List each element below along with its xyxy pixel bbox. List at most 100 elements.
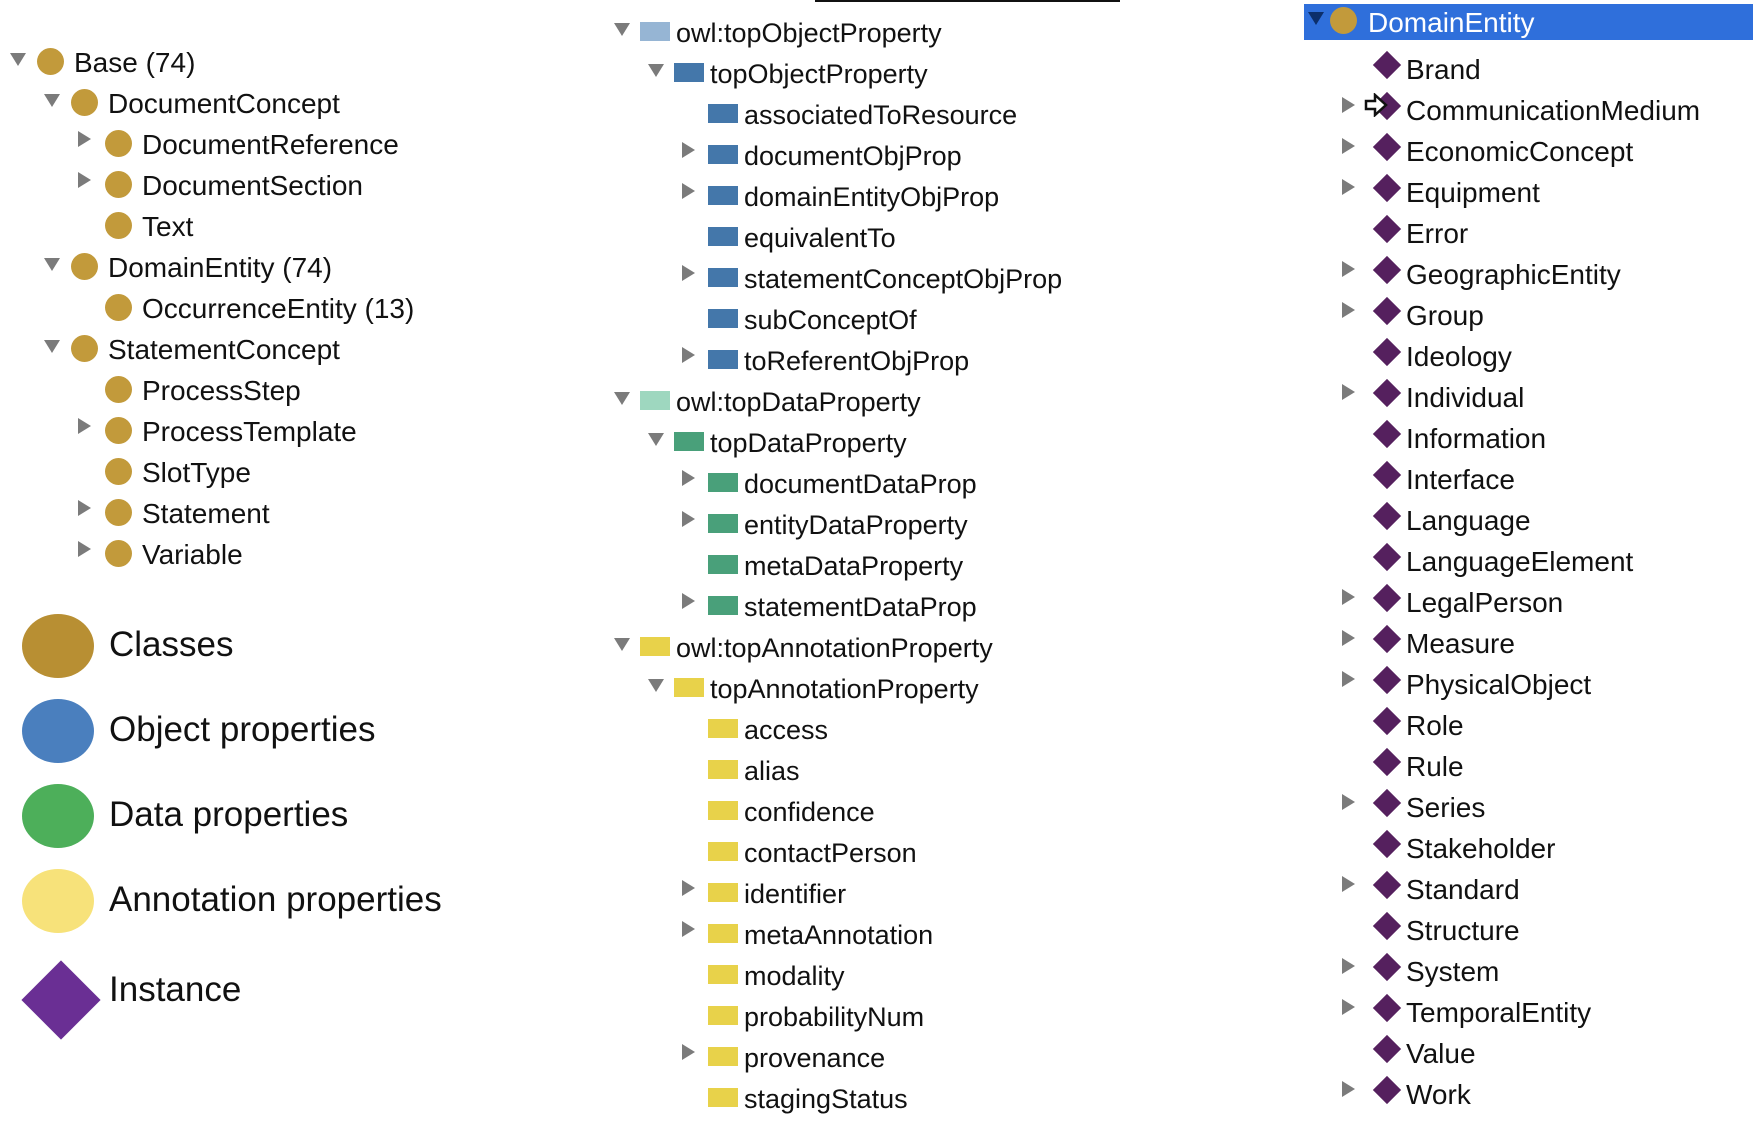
property-node-owl-topannotationproperty[interactable]: owl:topAnnotationProperty <box>0 627 1120 668</box>
instance-node-equipment[interactable]: Equipment <box>1340 172 1753 213</box>
instance-node-rule[interactable]: Rule <box>1340 746 1753 787</box>
property-node-documentdataprop[interactable]: documentDataProp <box>0 463 1120 504</box>
property-node-topobjectproperty[interactable]: topObjectProperty <box>0 53 1120 94</box>
instance-root-domainentity[interactable]: DomainEntity <box>1304 4 1753 40</box>
expand-triangle-icon[interactable] <box>682 142 695 158</box>
property-node-modality[interactable]: modality <box>0 955 1120 996</box>
instance-node-legalperson[interactable]: LegalPerson <box>1340 582 1753 623</box>
expand-triangle-icon[interactable] <box>78 172 91 188</box>
property-node-owl-topdataproperty[interactable]: owl:topDataProperty <box>0 381 1120 422</box>
instance-node-language[interactable]: Language <box>1340 500 1753 541</box>
expand-triangle-icon[interactable] <box>682 921 695 937</box>
property-node-associatedtoresource[interactable]: associatedToResource <box>0 94 1120 135</box>
collapse-triangle-icon[interactable] <box>44 258 60 271</box>
expand-triangle-icon[interactable] <box>1342 97 1355 113</box>
expand-triangle-icon[interactable] <box>1342 179 1355 195</box>
class-node-documentconcept[interactable]: DocumentConcept <box>0 83 460 124</box>
property-node-equivalentto[interactable]: equivalentTo <box>0 217 1120 258</box>
instance-node-series[interactable]: Series <box>1340 787 1753 828</box>
property-node-toreferentobjprop[interactable]: toReferentObjProp <box>0 340 1120 381</box>
class-node-processtemplate[interactable]: ProcessTemplate <box>0 411 460 452</box>
instance-node-physicalobject[interactable]: PhysicalObject <box>1340 664 1753 705</box>
expand-triangle-icon[interactable] <box>682 511 695 527</box>
expand-triangle-icon[interactable] <box>1342 138 1355 154</box>
expand-triangle-icon[interactable] <box>682 1044 695 1060</box>
instance-node-structure[interactable]: Structure <box>1340 910 1753 951</box>
expand-triangle-icon[interactable] <box>1342 876 1355 892</box>
instance-node-standard[interactable]: Standard <box>1340 869 1753 910</box>
expand-triangle-icon[interactable] <box>78 500 91 516</box>
instance-node-ideology[interactable]: Ideology <box>1340 336 1753 377</box>
property-node-topdataproperty[interactable]: topDataProperty <box>0 422 1120 463</box>
instance-node-group[interactable]: Group <box>1340 295 1753 336</box>
instance-node-information[interactable]: Information <box>1340 418 1753 459</box>
expand-triangle-icon[interactable] <box>1342 671 1355 687</box>
expand-triangle-icon[interactable] <box>1342 1081 1355 1097</box>
property-node-probabilitynum[interactable]: probabilityNum <box>0 996 1120 1037</box>
expand-triangle-icon[interactable] <box>1342 261 1355 277</box>
class-node-occurrenceentity[interactable]: OccurrenceEntity (13) <box>0 288 460 329</box>
expand-triangle-icon[interactable] <box>682 470 695 486</box>
property-node-documentobjprop[interactable]: documentObjProp <box>0 135 1120 176</box>
property-node-metadataproperty[interactable]: metaDataProperty <box>0 545 1120 586</box>
expand-triangle-icon[interactable] <box>1342 999 1355 1015</box>
expand-triangle-icon[interactable] <box>1342 794 1355 810</box>
class-node-variable[interactable]: Variable <box>0 534 460 575</box>
collapse-triangle-icon[interactable] <box>1308 12 1324 25</box>
instance-node-measure[interactable]: Measure <box>1340 623 1753 664</box>
class-node-statement[interactable]: Statement <box>0 493 460 534</box>
expand-triangle-icon[interactable] <box>1342 589 1355 605</box>
instance-node-value[interactable]: Value <box>1340 1033 1753 1074</box>
property-node-statementconceptobjprop[interactable]: statementConceptObjProp <box>0 258 1120 299</box>
expand-triangle-icon[interactable] <box>78 541 91 557</box>
property-node-domainentityobjprop[interactable]: domainEntityObjProp <box>0 176 1120 217</box>
instance-node-geographicentity[interactable]: GeographicEntity <box>1340 254 1753 295</box>
property-node-entitydataproperty[interactable]: entityDataProperty <box>0 504 1120 545</box>
instance-node-work[interactable]: Work <box>1340 1074 1753 1115</box>
property-node-statementdataprop[interactable]: statementDataProp <box>0 586 1120 627</box>
collapse-triangle-icon[interactable] <box>648 679 664 692</box>
property-node-confidence[interactable]: confidence <box>0 791 1120 832</box>
collapse-triangle-icon[interactable] <box>10 53 26 66</box>
expand-triangle-icon[interactable] <box>682 265 695 281</box>
property-node-topannotationproperty[interactable]: topAnnotationProperty <box>0 668 1120 709</box>
instance-node-error[interactable]: Error <box>1340 213 1753 254</box>
class-node-text[interactable]: Text <box>0 206 460 247</box>
class-node-processstep[interactable]: ProcessStep <box>0 370 460 411</box>
instance-node-individual[interactable]: Individual <box>1340 377 1753 418</box>
expand-triangle-icon[interactable] <box>78 418 91 434</box>
property-node-alias[interactable]: alias <box>0 750 1120 791</box>
class-node-documentreference[interactable]: DocumentReference <box>0 124 460 165</box>
expand-triangle-icon[interactable] <box>1342 630 1355 646</box>
property-node-subconceptof[interactable]: subConceptOf <box>0 299 1120 340</box>
instance-node-interface[interactable]: Interface <box>1340 459 1753 500</box>
expand-triangle-icon[interactable] <box>1342 302 1355 318</box>
instance-node-economicconcept[interactable]: EconomicConcept <box>1340 131 1753 172</box>
class-node-base[interactable]: Base (74) <box>0 42 460 83</box>
property-node-contactperson[interactable]: contactPerson <box>0 832 1120 873</box>
class-node-slottype[interactable]: SlotType <box>0 452 460 493</box>
class-node-documentsection[interactable]: DocumentSection <box>0 165 460 206</box>
property-node-identifier[interactable]: identifier <box>0 873 1120 914</box>
expand-triangle-icon[interactable] <box>682 183 695 199</box>
property-node-owl-topobjectproperty[interactable]: owl:topObjectProperty <box>0 12 1120 53</box>
property-node-stagingstatus[interactable]: stagingStatus <box>0 1078 1120 1119</box>
property-node-metaannotation[interactable]: metaAnnotation <box>0 914 1120 955</box>
expand-triangle-icon[interactable] <box>682 347 695 363</box>
collapse-triangle-icon[interactable] <box>648 433 664 446</box>
class-node-domainentity[interactable]: DomainEntity (74) <box>0 247 460 288</box>
instance-node-communicationmedium[interactable]: CommunicationMedium <box>1340 90 1753 131</box>
expand-triangle-icon[interactable] <box>1342 958 1355 974</box>
property-node-provenance[interactable]: provenance <box>0 1037 1120 1078</box>
instance-node-temporalentity[interactable]: TemporalEntity <box>1340 992 1753 1033</box>
class-node-statementconcept[interactable]: StatementConcept <box>0 329 460 370</box>
collapse-triangle-icon[interactable] <box>614 392 630 405</box>
expand-triangle-icon[interactable] <box>78 131 91 147</box>
collapse-triangle-icon[interactable] <box>614 638 630 651</box>
instance-node-stakeholder[interactable]: Stakeholder <box>1340 828 1753 869</box>
instance-node-brand[interactable]: Brand <box>1340 49 1753 90</box>
expand-triangle-icon[interactable] <box>682 593 695 609</box>
instance-node-role[interactable]: Role <box>1340 705 1753 746</box>
property-node-access[interactable]: access <box>0 709 1120 750</box>
expand-triangle-icon[interactable] <box>682 880 695 896</box>
